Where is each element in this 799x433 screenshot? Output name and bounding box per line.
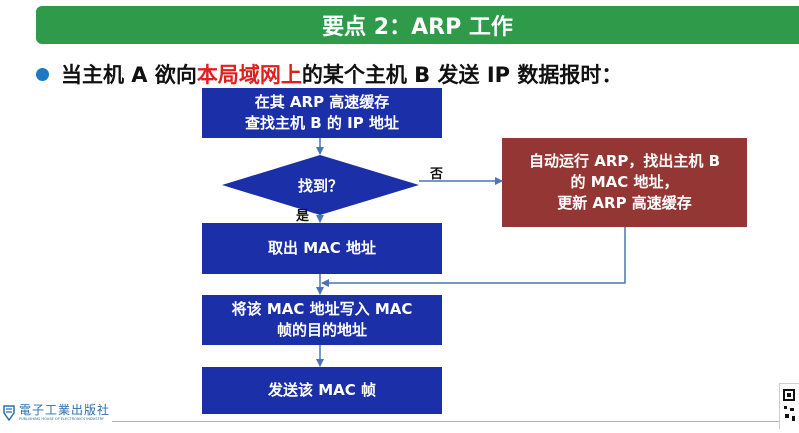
edge-label-yes: 是 — [296, 209, 310, 224]
flow-box-lookup-cache: 在其 ARP 高速缓存 查找主机 B 的 IP 地址 — [202, 88, 442, 138]
publisher-logo: 電子工業出版社 PUBLISHING HOUSE OF ELECTRONICS … — [2, 404, 114, 426]
flow-box-send-frame: 发送该 MAC 帧 — [202, 367, 442, 414]
decision-label: 找到？ — [222, 170, 419, 200]
flow-box-lookup-line1: 在其 ARP 高速缓存 — [254, 93, 390, 111]
flow-box-run-arp-line2: 的 MAC 地址， — [570, 173, 679, 191]
edge-label-no: 否 — [430, 167, 444, 182]
flow-box-run-arp-line3: 更新 ARP 高速缓存 — [557, 194, 692, 212]
decision-text: 找到？ — [297, 176, 343, 195]
publisher-name-cn: 電子工業出版社 — [19, 403, 111, 417]
bullet-text-before: 当主机 A 欲向 — [61, 63, 197, 87]
qr-code-icon — [779, 383, 799, 429]
flow-box-write-mac-line2: 帧的目的地址 — [276, 321, 367, 339]
publisher-emblem-icon — [3, 405, 15, 422]
bullet-icon — [36, 67, 49, 81]
footer-divider — [112, 421, 792, 422]
bullet-text-highlight: 本局域网上 — [196, 63, 302, 87]
flow-box-write-mac-line1: 将该 MAC 地址写入 MAC — [231, 300, 413, 318]
arrow-red-to-box3 — [321, 227, 626, 287]
decision-diamond — [222, 155, 419, 215]
flow-box-write-mac: 将该 MAC 地址写入 MAC 帧的目的地址 — [202, 295, 442, 345]
flow-box-lookup-line2: 查找主机 B 的 IP 地址 — [245, 114, 399, 132]
slide-title: 要点 2：ARP 工作 — [36, 6, 799, 44]
flow-box-get-mac-text: 取出 MAC 地址 — [268, 239, 376, 257]
bullet-point: 当主机 A 欲向 本局域网上 的某个主机 B 发送 IP 数据报时： — [36, 58, 622, 90]
flow-box-run-arp-line1: 自动运行 ARP，找出主机 B — [528, 152, 721, 170]
flow-box-send-frame-text: 发送该 MAC 帧 — [268, 381, 376, 399]
publisher-name-en: PUBLISHING HOUSE OF ELECTRONICS INDUSTRY — [19, 417, 104, 421]
slide-title-text: 要点 2：ARP 工作 — [322, 15, 513, 40]
bullet-text-after: 的某个主机 B 发送 IP 数据报时： — [301, 63, 623, 87]
flow-box-get-mac: 取出 MAC 地址 — [202, 223, 442, 274]
flow-box-run-arp: 自动运行 ARP，找出主机 B 的 MAC 地址， 更新 ARP 高速缓存 — [502, 138, 747, 227]
